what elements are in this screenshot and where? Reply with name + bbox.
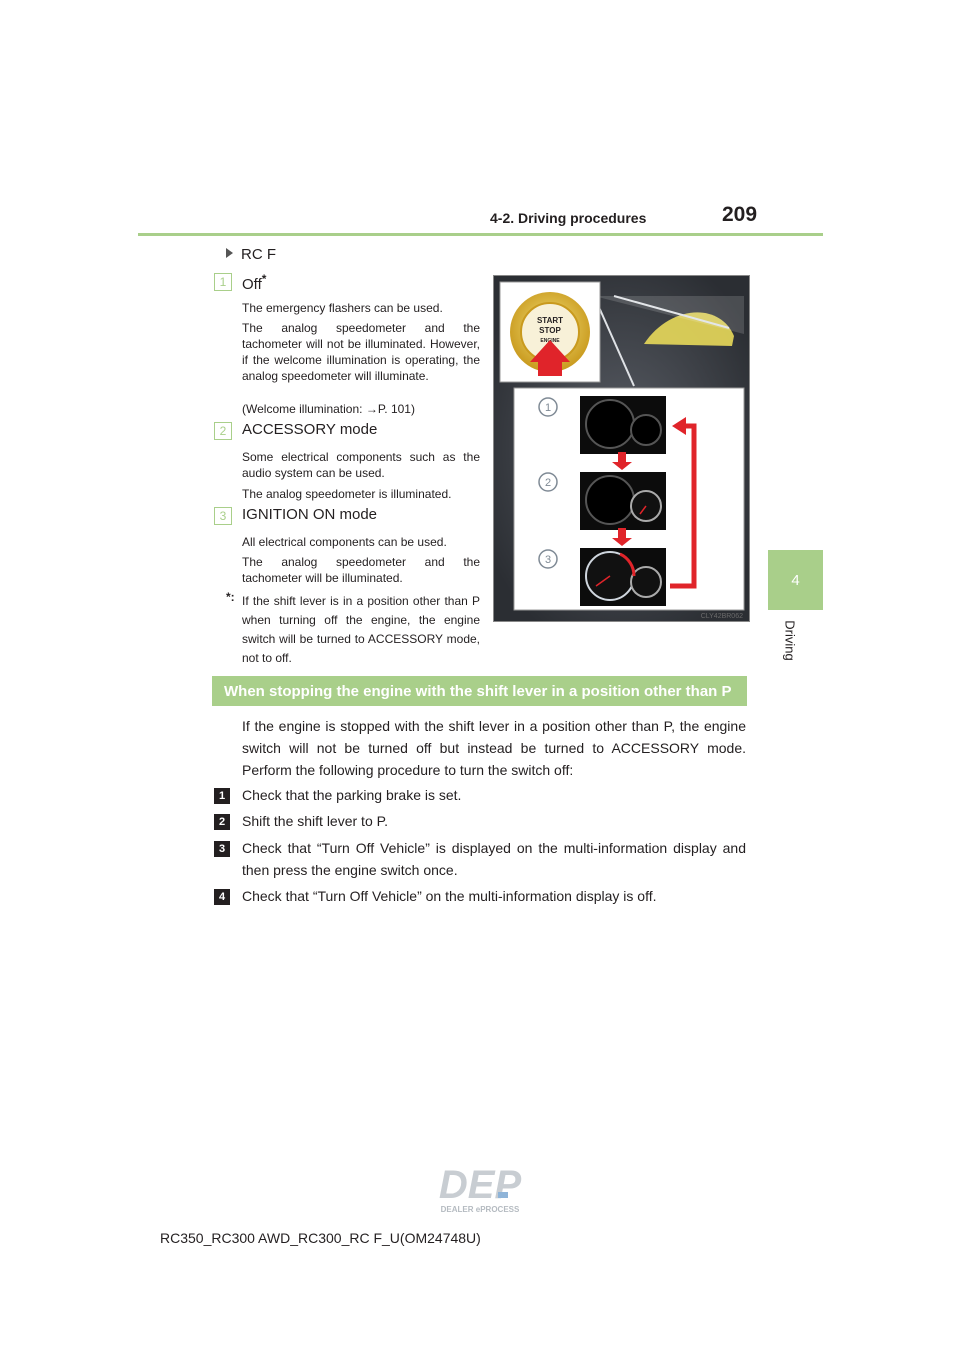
item-number-2: 2 — [214, 422, 232, 440]
page-number: 209 — [722, 203, 758, 226]
step-number-3: 3 — [214, 841, 230, 857]
press-arrow-icon — [530, 340, 570, 376]
item-1-line-1: The emergency flashers can be used. — [242, 301, 443, 315]
sequence-arrow-down-icon — [612, 528, 632, 546]
step-number-1: 1 — [214, 788, 230, 804]
marker-1: 1 — [538, 397, 558, 417]
sequence-return-arrow-icon — [670, 423, 697, 589]
footnote-mark: * — [261, 272, 267, 286]
step-number-2: 2 — [214, 814, 230, 830]
step-text-3: Check that “Turn Off Vehicle” is display… — [242, 840, 746, 878]
button-label-start: START — [537, 316, 563, 325]
section-header: 4-2. Driving procedures — [490, 210, 647, 226]
item-3-line-1: All electrical components can be used. — [242, 535, 447, 549]
step-number-4: 4 — [214, 889, 230, 905]
chapter-label-text: Driving — [782, 620, 798, 661]
sequence-arrow-down-icon — [612, 452, 632, 470]
section-heading: When stopping the engine with the shift … — [212, 676, 747, 706]
step-text-4: Check that “Turn Off Vehicle” on the mul… — [242, 888, 657, 904]
subsection-label: RC F — [241, 246, 276, 263]
footnote-text: If the shift lever is in a position othe… — [242, 594, 480, 665]
item-number-1: 1 — [214, 273, 232, 291]
button-label-stop: STOP — [539, 326, 561, 335]
item-title-accessory: ACCESSORY mode — [242, 421, 378, 438]
svg-text:DEALER ePROCESS: DEALER ePROCESS — [441, 1205, 520, 1214]
header-rule — [138, 233, 823, 236]
item-3-line-2: The analog speedometer and the tachomete… — [242, 555, 480, 585]
marker-2: 2 — [538, 472, 558, 492]
item-1-line-2: The analog speedometer and the tachomete… — [242, 321, 480, 383]
engine-switch-figure: START STOP ENGINE 1 2 — [493, 275, 750, 622]
step-text-2: Shift the shift lever to P. — [242, 813, 389, 829]
item-title-ignition: IGNITION ON mode — [242, 506, 378, 523]
subsection-heading: RC F — [226, 246, 276, 263]
marker-3: 3 — [538, 549, 558, 569]
svg-text:2: 2 — [545, 477, 551, 489]
item-title-text: Off — [242, 276, 262, 293]
chapter-label: Driving — [760, 615, 830, 665]
figure-code: CLY42BR062 — [701, 613, 743, 620]
item-2-line-1: Some electrical components such as the a… — [242, 450, 480, 480]
logo-mark: DEP DEALER ePROCESS — [439, 1163, 522, 1214]
svg-text:3: 3 — [545, 554, 551, 566]
svg-text:1: 1 — [545, 402, 551, 414]
footnote-label: *: — [226, 590, 235, 604]
figure-illustration: START STOP ENGINE 1 2 — [494, 276, 749, 621]
section-intro: If the engine is stopped with the shift … — [242, 718, 746, 778]
item-number-3: 3 — [214, 507, 232, 525]
item-1-line-3: (Welcome illumination: →P. 101) — [242, 402, 415, 416]
svg-text:DEP: DEP — [439, 1163, 522, 1207]
item-2-line-2: The analog speedometer is illuminated. — [242, 487, 452, 501]
dealer-eprocess-logo: DEP DEALER ePROCESS — [414, 1162, 546, 1214]
chapter-tab: 4 — [768, 550, 823, 610]
item-title-off: Off* — [242, 272, 266, 293]
step-text-1: Check that the parking brake is set. — [242, 787, 462, 803]
document-footer: RC350_RC300 AWD_RC300_RC F_U(OM24748U) — [160, 1230, 481, 1246]
triangle-bullet-icon — [226, 248, 233, 258]
